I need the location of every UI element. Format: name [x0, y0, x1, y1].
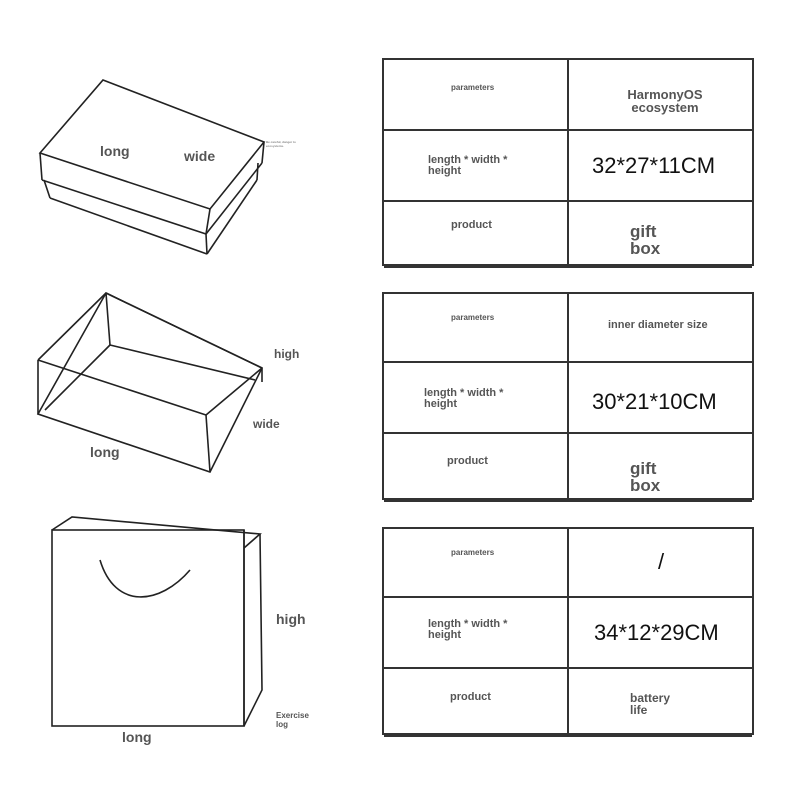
param-value: HarmonyOS ecosystem — [627, 87, 703, 115]
label-wide: wide — [184, 148, 216, 164]
param-value: inner diameter size — [608, 319, 708, 331]
dimension-label: length * width * height — [424, 387, 504, 410]
product-label: product — [451, 219, 492, 231]
label-long: long — [90, 444, 120, 460]
product-value: gift box — [630, 459, 661, 495]
label-long: long — [122, 729, 152, 745]
param-value: / — [658, 549, 665, 574]
product-value: gift box — [630, 222, 661, 258]
paper-bag-drawing — [51, 516, 263, 727]
label-wide: wide — [253, 417, 280, 431]
param-label: parameters — [451, 83, 495, 92]
product-value: battery life — [630, 691, 671, 717]
label-high: high — [276, 611, 306, 627]
dimension-label: length * width * height — [428, 618, 508, 641]
note-text: Be careful, danger to ecosystems. — [266, 140, 296, 148]
product-label: product — [450, 691, 491, 703]
param-label: parameters — [451, 313, 495, 322]
label-high: high — [274, 347, 300, 361]
dimension-value: 30*21*10CM — [592, 389, 717, 414]
param-label: parameters — [451, 548, 495, 557]
spec-table-1: parameters HarmonyOS ecosystem length * … — [382, 58, 754, 268]
open-box-drawing — [36, 291, 264, 473]
dimension-label: length * width * height — [428, 154, 508, 177]
note-exercise-log: Exercise log — [276, 711, 309, 729]
gift-box-lid-drawing — [38, 79, 266, 255]
product-label: product — [447, 455, 488, 467]
spec-table-2: parameters inner diameter size length * … — [382, 292, 754, 502]
spec-table-3: parameters / length * width * height 34*… — [382, 527, 754, 737]
dimension-value: 34*12*29CM — [594, 620, 719, 645]
label-long: long — [100, 143, 130, 159]
dimension-value: 32*27*11CM — [592, 153, 716, 178]
